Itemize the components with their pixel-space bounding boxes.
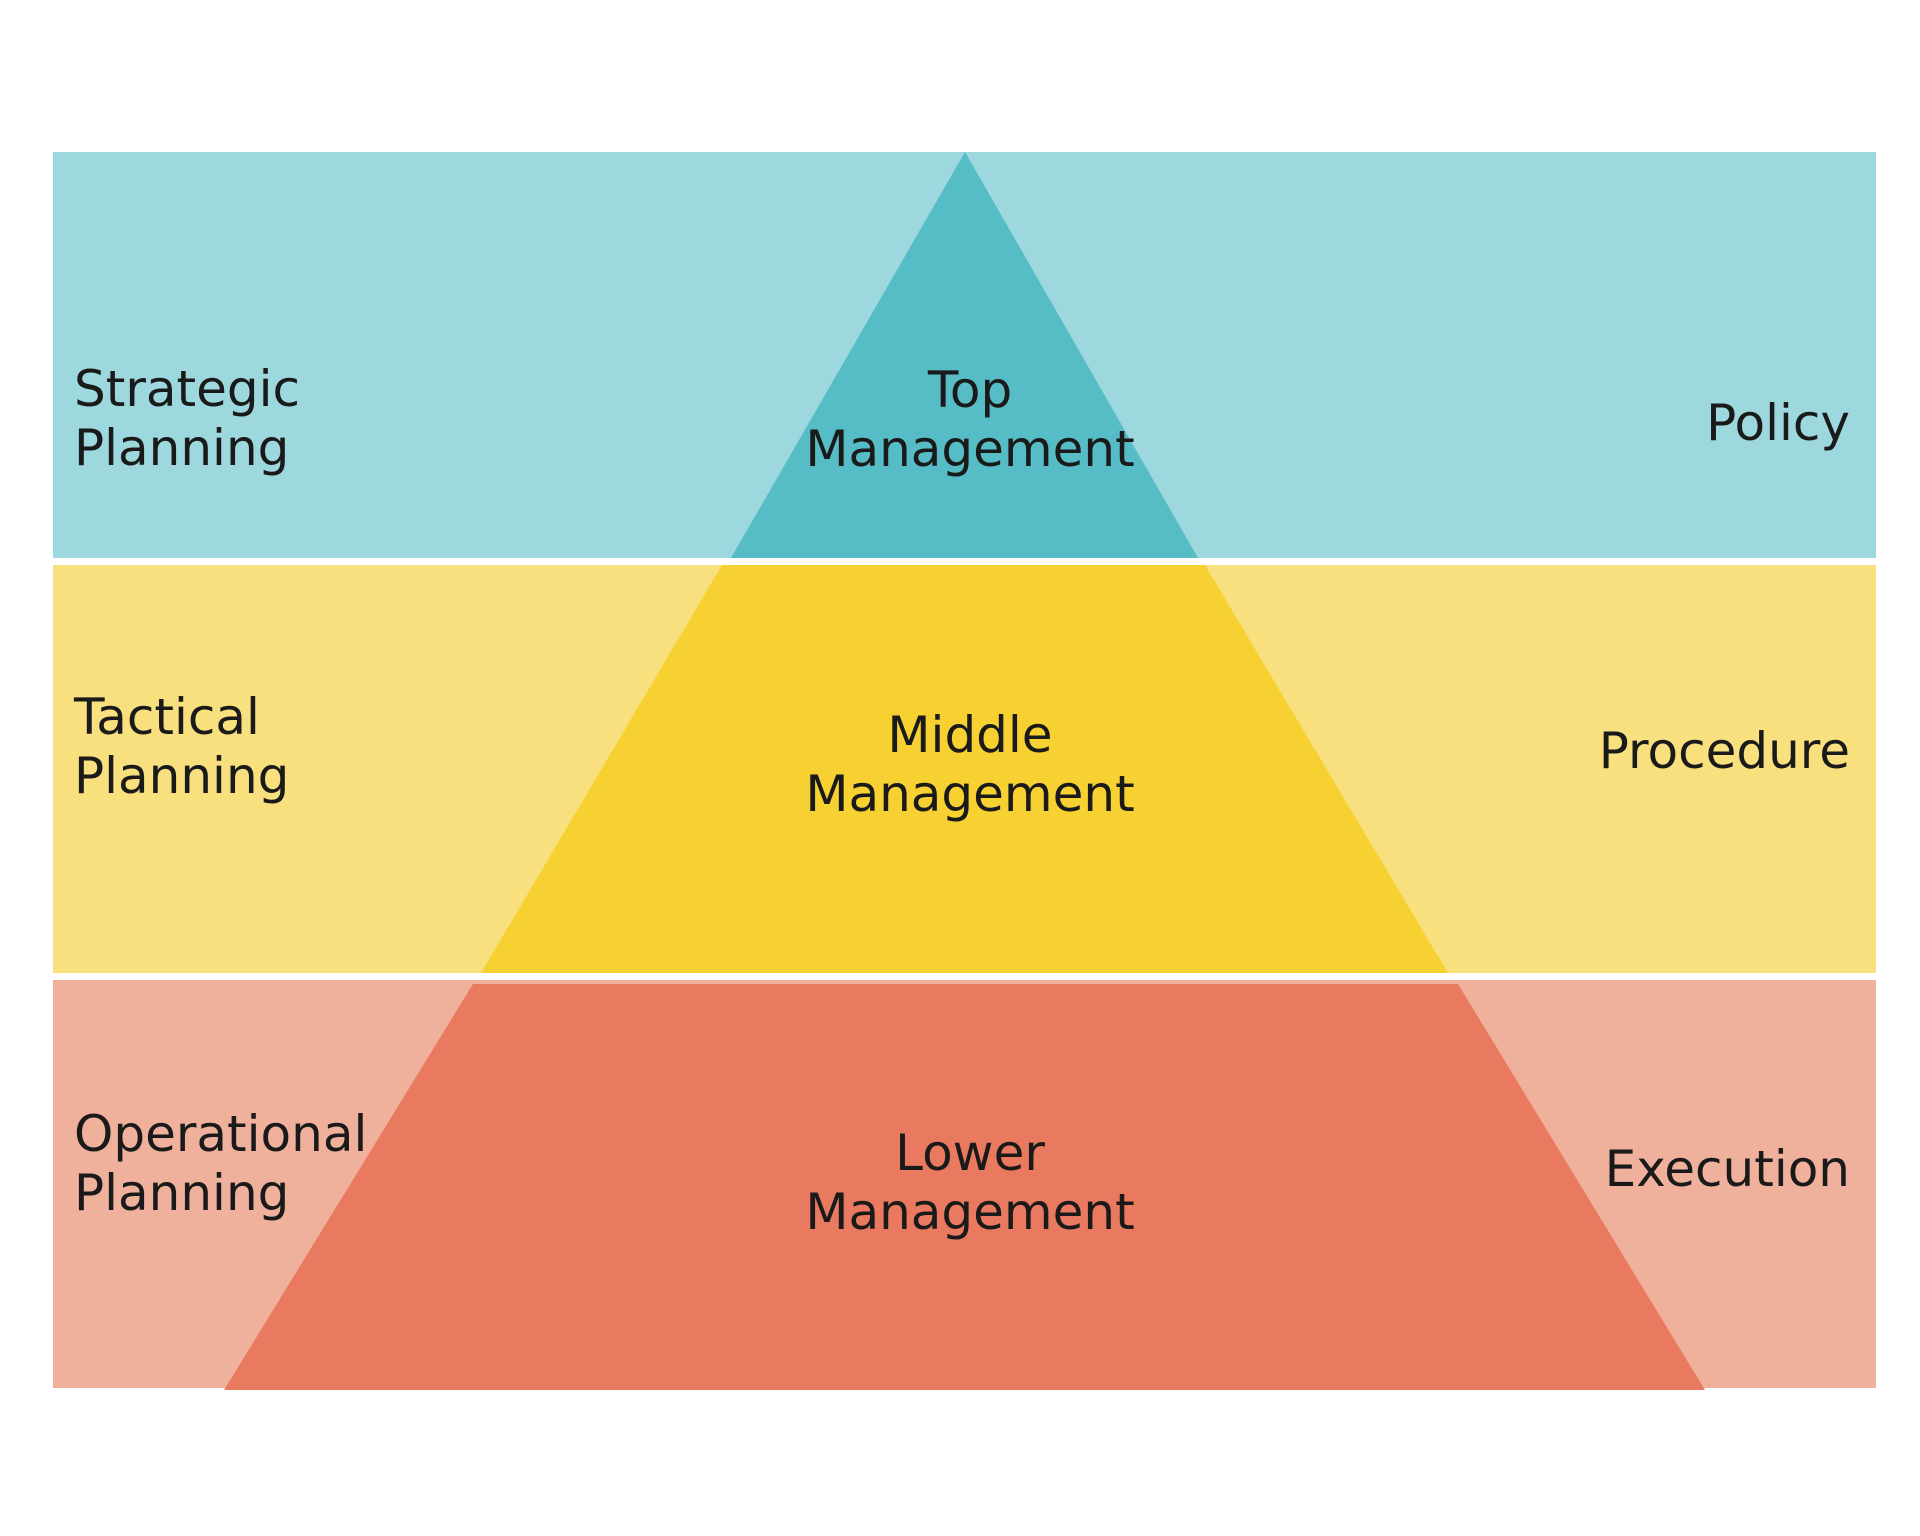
label-strategic-line2: Planning bbox=[74, 419, 290, 477]
label-execution: Execution bbox=[1604, 1140, 1850, 1198]
label-middle-management: Middle Management bbox=[760, 706, 1180, 824]
label-top-line1: Top bbox=[927, 361, 1013, 419]
label-procedure: Procedure bbox=[1598, 722, 1850, 780]
label-top-line2: Management bbox=[805, 420, 1135, 478]
label-policy: Policy bbox=[1706, 394, 1850, 452]
label-lower-line2: Management bbox=[805, 1183, 1135, 1241]
label-tactical-line2: Planning bbox=[74, 747, 290, 805]
pyramid-bottom-segment bbox=[224, 984, 1705, 1390]
label-operational-line2: Planning bbox=[74, 1164, 290, 1222]
label-strategic-line1: Strategic bbox=[74, 360, 301, 418]
label-tactical-line1: Tactical bbox=[74, 688, 260, 746]
label-middle-line2: Management bbox=[805, 765, 1135, 823]
label-middle-line1: Middle bbox=[887, 706, 1053, 764]
pyramid-middle-segment bbox=[481, 565, 1448, 973]
label-operational-line1: Operational bbox=[74, 1105, 368, 1163]
label-operational-planning: Operational Planning bbox=[74, 1105, 367, 1223]
label-lower-management: Lower Management bbox=[760, 1124, 1180, 1242]
label-top-management: Top Management bbox=[760, 361, 1180, 479]
pyramid-top-segment bbox=[731, 152, 1198, 558]
label-strategic-planning: Strategic Planning bbox=[74, 360, 300, 478]
label-lower-line1: Lower bbox=[895, 1124, 1045, 1182]
label-tactical-planning: Tactical Planning bbox=[74, 688, 289, 806]
